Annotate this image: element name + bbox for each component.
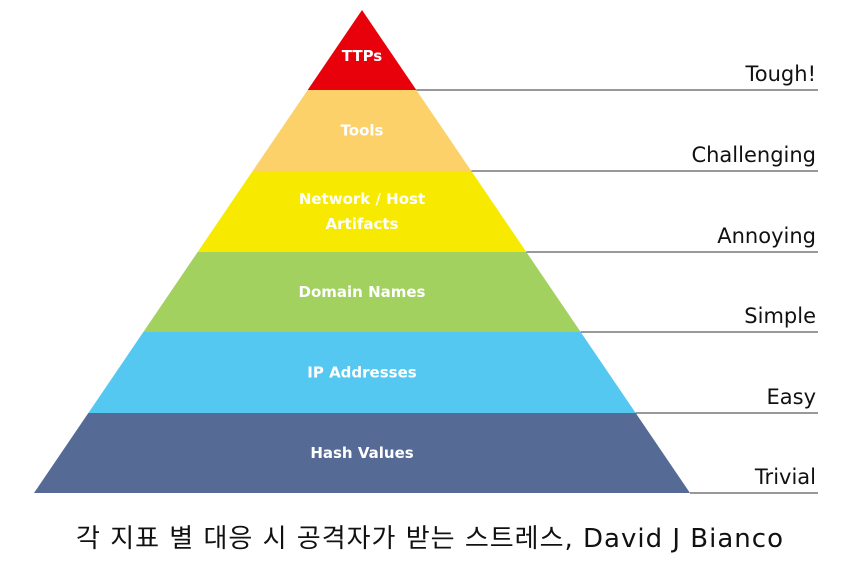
difficulty-label: Simple [744, 304, 816, 328]
pyramid-tier-shape [34, 413, 690, 493]
tier-label: Network / Host [299, 190, 425, 208]
difficulty-label: Tough! [745, 62, 816, 86]
difficulty-label: Challenging [691, 143, 816, 167]
tier-label: Hash Values [310, 444, 413, 462]
figure-caption: 각 지표 별 대응 시 공격자가 받는 스트레스, David J Bianco [76, 524, 784, 554]
difficulty-label: Annoying [717, 224, 816, 248]
difficulty-label: Easy [766, 385, 816, 409]
tier-label: Domain Names [299, 283, 426, 301]
difficulty-label: Trivial [754, 465, 816, 489]
pyramid-tier-shape [88, 332, 636, 413]
pyramid-tier-shape [252, 90, 472, 171]
tier-label: Artifacts [326, 215, 399, 233]
pyramid-tier-shape [307, 10, 417, 90]
pyramid-tier-shape [197, 171, 527, 252]
tier-label: Tools [341, 122, 384, 140]
pyramid-tier-shape [143, 252, 581, 332]
tier-label: IP Addresses [307, 364, 416, 382]
tier-label: TTPs [342, 47, 383, 65]
